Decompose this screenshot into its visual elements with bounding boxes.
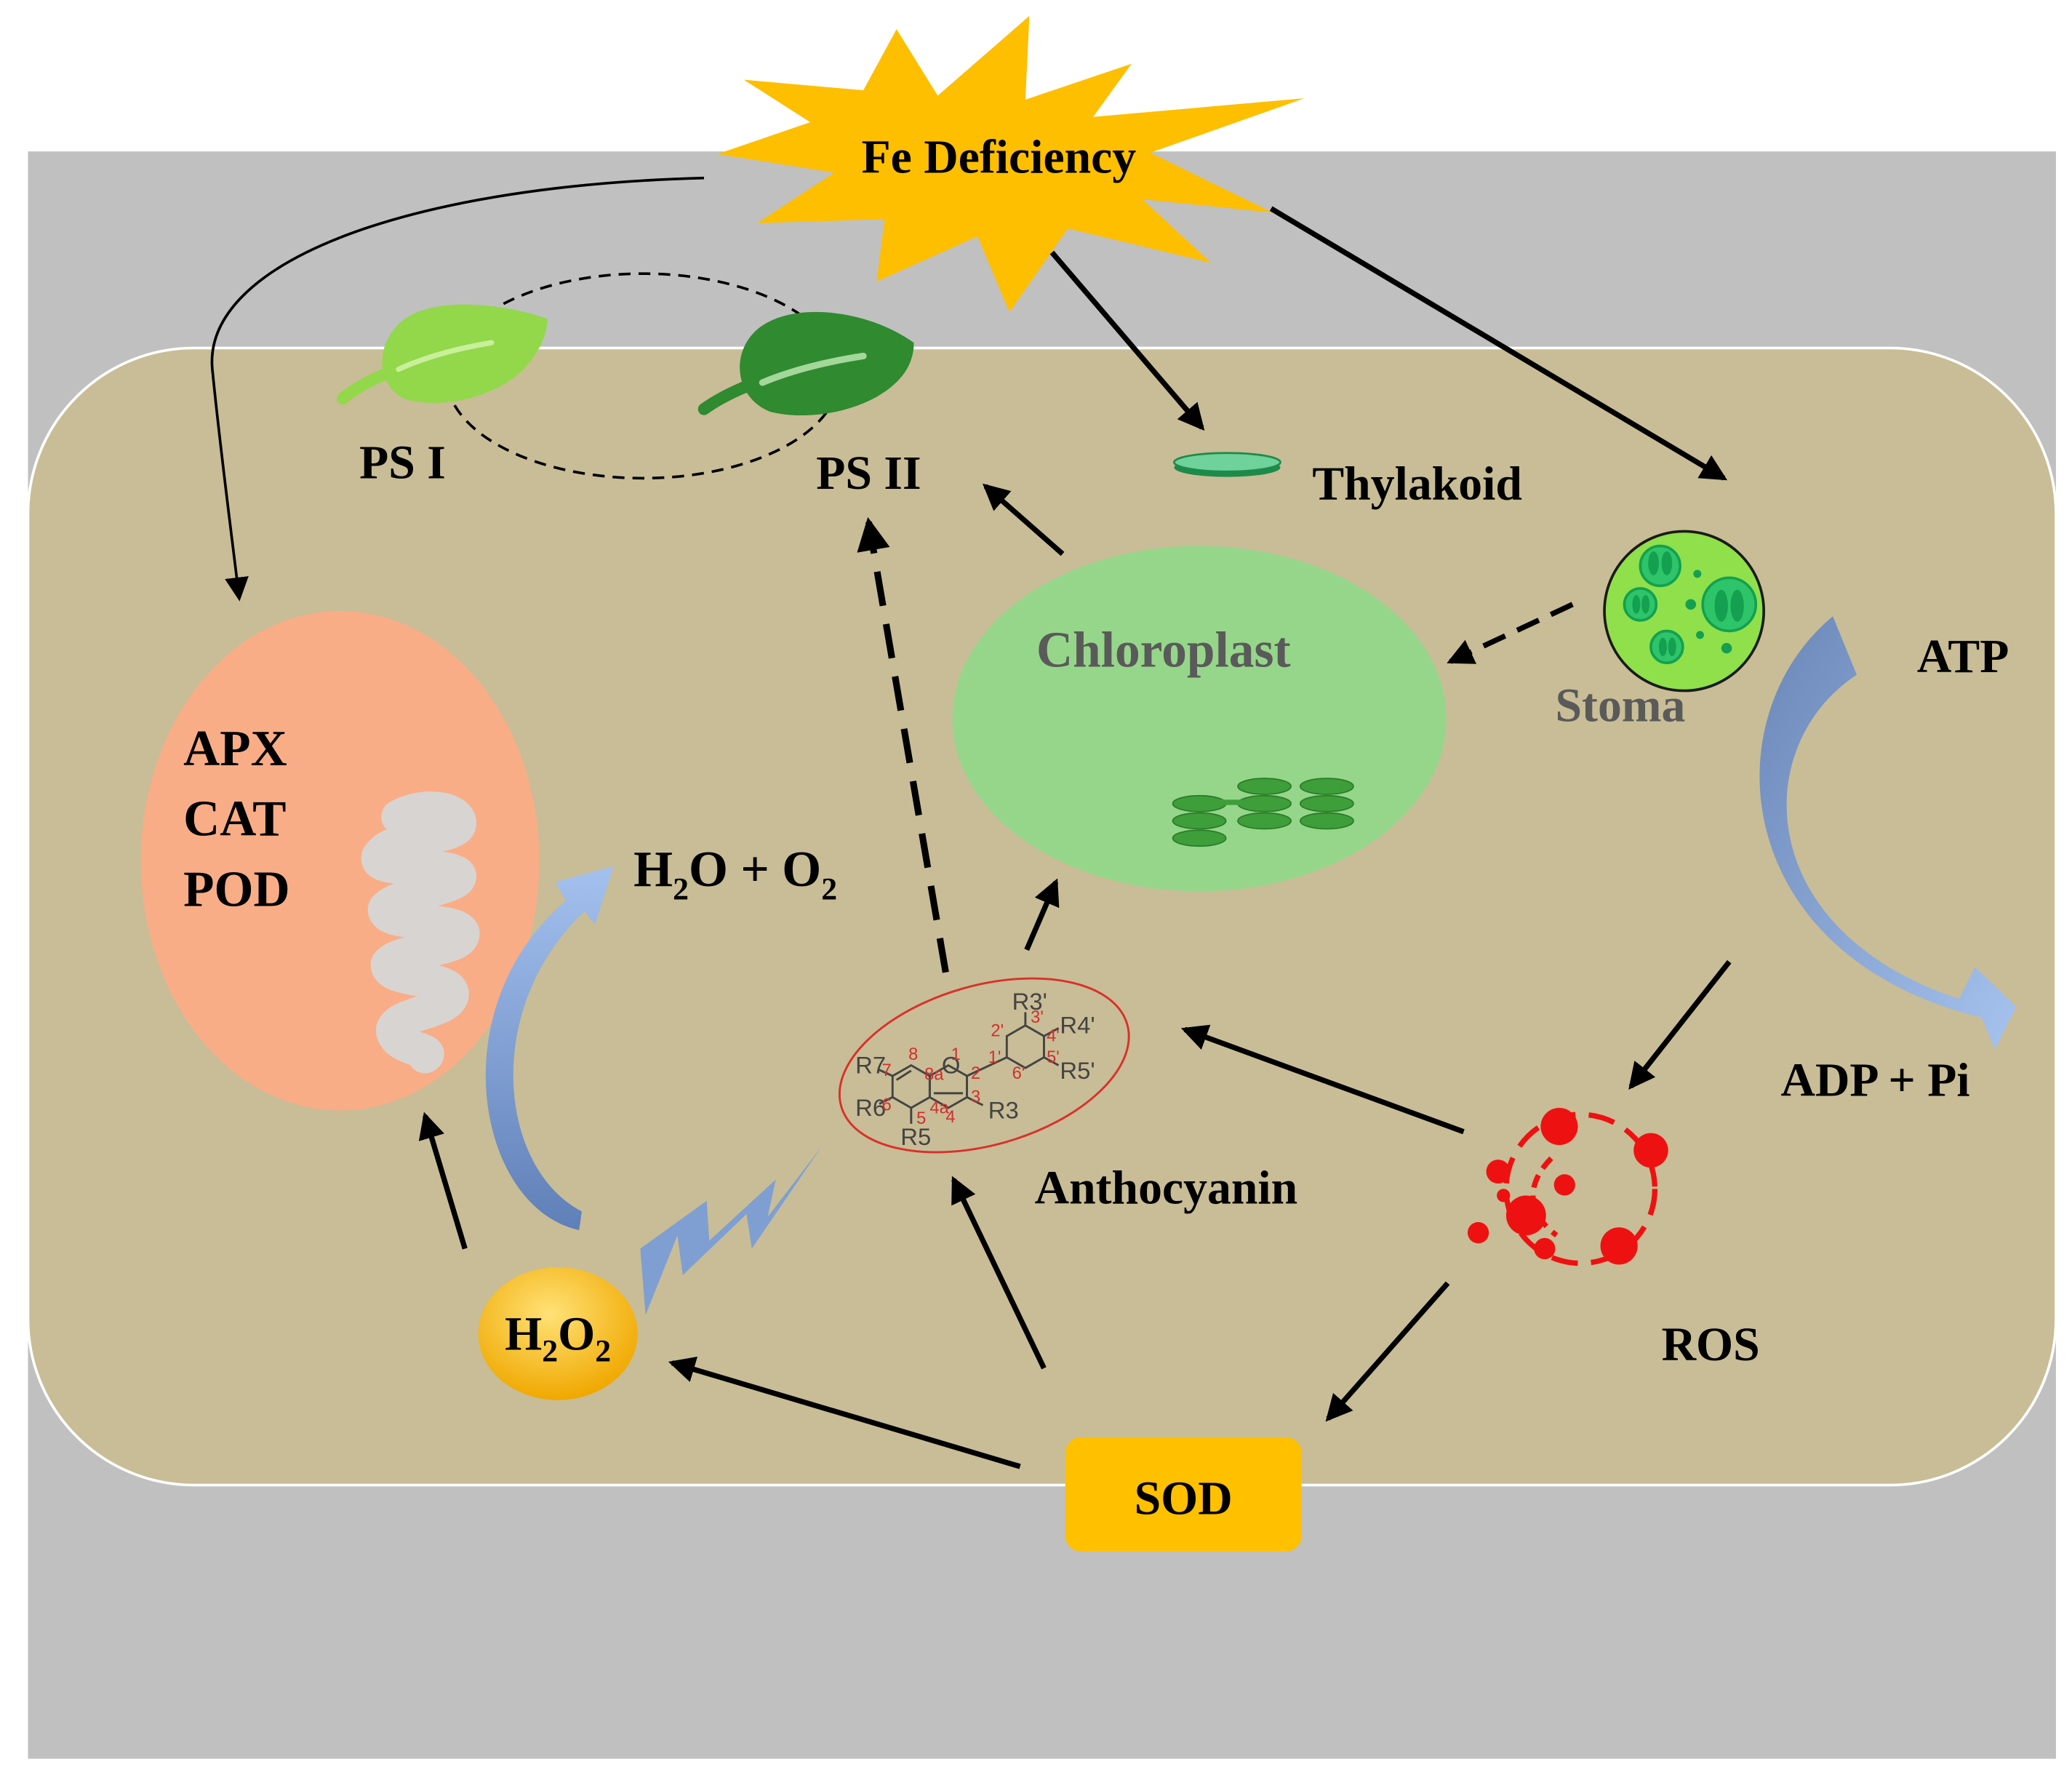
r-group-7: R7	[855, 1051, 886, 1078]
antioxidant-organelle	[140, 611, 540, 1111]
ros-icon	[1467, 1107, 1668, 1266]
grana-stack-icon	[1172, 778, 1354, 847]
ros-label: ROS	[1662, 1318, 1760, 1371]
position-6: 6	[882, 1096, 892, 1115]
water-oxygen-label: H2O + O2	[633, 842, 837, 906]
ps1-label: PS I	[359, 436, 446, 489]
hydrogen-peroxide	[478, 1267, 638, 1400]
r-group-3prime: R3'	[1012, 988, 1047, 1015]
anthocyanin-atom-labels: R3' R4' R5' R7 R6 R5 R3 O 1 2 3 4 4a 5 6…	[855, 988, 1095, 1150]
position-6prime: 6'	[1012, 1064, 1025, 1083]
ring-oxygen: O	[942, 1051, 961, 1078]
ps1-leaf-icon	[337, 304, 548, 405]
arrow-anthocyanin-to-ps2	[857, 516, 949, 973]
hydrogen-peroxide-label: H2O2	[505, 1307, 611, 1368]
lightning-bolt-icon	[640, 1147, 821, 1315]
arrow-anthocyanin-to-chloroplast	[1024, 878, 1060, 951]
enzyme-apx: APX	[183, 721, 287, 777]
stoma-label: Stoma	[1556, 679, 1686, 733]
pathway-arrows	[210, 176, 1732, 1469]
r-group-5prime: R5'	[1060, 1057, 1095, 1084]
adp-pi-label: ADP + Pi	[1781, 1054, 1970, 1107]
position-5: 5	[916, 1109, 926, 1128]
position-4: 4	[945, 1108, 955, 1127]
arrow-h2o2-to-organelle	[418, 1112, 468, 1250]
position-2: 2	[971, 1064, 980, 1083]
sod-box	[1065, 1437, 1302, 1552]
position-7: 7	[882, 1061, 892, 1080]
cristae-icon	[361, 791, 480, 1074]
anthocyanin-structure-icon	[877, 1012, 1060, 1124]
position-8: 8	[908, 1045, 918, 1064]
arrow-ros-to-sod	[1325, 1281, 1450, 1422]
position-1: 1	[951, 1045, 961, 1064]
position-2prime: 2'	[991, 1021, 1004, 1040]
atp-conversion-arrow	[1759, 616, 2017, 1050]
position-8a: 8a	[924, 1066, 944, 1085]
position-1prime: 1'	[988, 1048, 1001, 1067]
ps2-leaf-icon	[697, 311, 914, 415]
thylakoid-label: Thylakoid	[1312, 458, 1522, 511]
chloroplast-label: Chloroplast	[1036, 623, 1291, 679]
position-3prime: 3'	[1031, 1008, 1044, 1027]
enzyme-cat: CAT	[183, 791, 286, 847]
arrow-sod-to-h2o2	[668, 1356, 1021, 1469]
arrow-ros-to-anthocyanin	[1180, 1024, 1465, 1135]
fe-deficiency-label: Fe Deficiency	[862, 130, 1137, 183]
stoma-icon	[1603, 530, 1766, 693]
arrow-fe-to-thylakoid	[1049, 250, 1205, 431]
r-group-5: R5	[900, 1123, 931, 1150]
position-3: 3	[971, 1088, 980, 1107]
r-group-4prime: R4'	[1060, 1012, 1095, 1039]
anthocyanin-label: Anthocyanin	[1035, 1161, 1298, 1214]
arrow-sod-to-anthocyanin	[951, 1176, 1047, 1370]
enzyme-pod: POD	[183, 861, 289, 917]
ps2-label: PS II	[816, 447, 921, 500]
position-4a: 4a	[929, 1098, 949, 1117]
fe-deficiency-burst: Fe Deficiency	[717, 15, 1305, 313]
arrow-fe-to-organelle	[210, 176, 705, 602]
arrow-stoma-to-chloroplast	[1447, 602, 1574, 664]
anthocyanin-outline	[838, 977, 1130, 1154]
enzyme-list: APX CAT POD	[183, 721, 289, 918]
detox-curve-arrow	[485, 866, 614, 1230]
arrow-atp-to-ros	[1628, 959, 1732, 1090]
sod-label: SOD	[1135, 1472, 1233, 1525]
arrow-chloroplast-to-ps2	[982, 483, 1065, 556]
position-4prime: 4'	[1047, 1027, 1060, 1046]
arrow-fe-to-stoma	[1269, 206, 1728, 481]
r-group-3: R3	[988, 1097, 1019, 1124]
atp-label: ATP	[1917, 630, 2009, 683]
position-5prime: 5'	[1047, 1048, 1060, 1067]
r-group-6: R6	[855, 1094, 886, 1121]
thylakoid-disc-icon	[1173, 452, 1281, 477]
